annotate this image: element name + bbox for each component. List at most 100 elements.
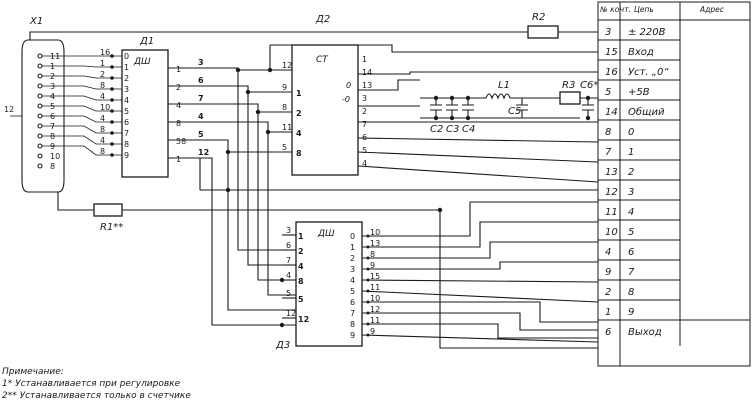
wire-r1-left — [57, 192, 94, 211]
junction — [110, 87, 114, 91]
connector-pin — [37, 153, 43, 159]
chip-d3-input-bit: 5 — [298, 295, 304, 304]
wire-x1-d1 — [42, 75, 122, 79]
connector-pin — [37, 123, 43, 129]
wire-top-220 — [29, 31, 528, 40]
chip-d3-output-num: 13 — [370, 239, 380, 248]
wire-d3-out7 — [362, 312, 598, 331]
chip-d3-input-num: 12 — [286, 309, 296, 318]
connector-pin — [37, 103, 43, 109]
chip-d1-input-num: 2 — [100, 70, 105, 79]
junction — [279, 322, 285, 328]
connector-pin-label: 8 — [50, 132, 55, 141]
table-cell-contact: 6 — [605, 327, 611, 338]
table-cell-contact: 11 — [605, 207, 618, 218]
connector-x1-shell-pin: 12 — [4, 105, 14, 114]
wire-d3-out3 — [362, 261, 598, 270]
resistor-r1: R1** — [93, 203, 123, 233]
table-header-circuit: Цепь — [634, 5, 654, 14]
chip-d1-output-num: 3 — [198, 58, 204, 67]
wire-d3-out9 — [361, 334, 599, 343]
chip-d2-output-num: 6 — [362, 133, 367, 142]
junction — [465, 115, 471, 121]
chip-d3-output-num: 10 — [370, 228, 380, 237]
junction — [265, 129, 271, 135]
junction — [267, 67, 273, 73]
resistor-r2-ref: R2 — [532, 12, 545, 23]
notes-line-2: 2** Устанавливается только в счетчике — [2, 391, 191, 401]
chip-d3-output-num: 9 — [370, 327, 375, 336]
chip-d3-input-bit: 1 — [298, 232, 304, 241]
junction — [110, 109, 114, 113]
chip-d1-output-num: 4 — [198, 112, 204, 121]
wire-d3-out5 — [361, 290, 599, 303]
chip-d1-output-bit: 4 — [176, 101, 181, 110]
chip-d3-output-bit: 6 — [350, 298, 355, 307]
table-frame — [597, 1, 751, 367]
notes-title: Примечание: — [2, 367, 64, 377]
chip-d2-input-bit: 1 — [296, 89, 302, 98]
chip-d2-output-num: 13 — [362, 81, 372, 90]
chip-d3-output-bit: 4 — [350, 276, 355, 285]
table-cell-circuit: Вход — [628, 47, 654, 58]
connector-pin — [37, 73, 43, 79]
table-cell-contact: 5 — [605, 87, 611, 98]
chip-d3-output-num: 11 — [370, 283, 380, 292]
chip-d2-input-bit: 2 — [296, 109, 302, 118]
junction — [279, 277, 285, 283]
junction — [245, 89, 251, 95]
chip-d1-input-bit: 5 — [124, 107, 129, 116]
chip-d1-input-bit: 3 — [124, 85, 129, 94]
wire-d3-out1 — [362, 221, 598, 248]
chip-d2-mark-0: 0 — [346, 81, 351, 90]
capacitor-c6-ref: C6* — [580, 80, 598, 91]
chip-d1-input-num: 8 — [100, 125, 105, 134]
junction — [449, 115, 455, 121]
wire-d1-out58 — [190, 139, 296, 311]
table-header-address: Адрес — [699, 5, 725, 14]
chip-d3-input-bit: 8 — [298, 277, 304, 286]
connector-pin-label: 5 — [50, 102, 55, 111]
chip-d2-input-num: 12 — [282, 61, 292, 70]
table-cell-contact: 16 — [605, 67, 618, 78]
chip-d2-input-num: 9 — [282, 83, 287, 92]
table-cell-contact: 2 — [605, 287, 611, 298]
connector-pin — [37, 63, 43, 69]
wire-d1-out12 — [190, 157, 296, 326]
chip-d1-input-bit: 9 — [124, 151, 129, 160]
chip-d2-output-num: 7 — [362, 120, 367, 129]
junction — [225, 149, 231, 155]
connector-pin-label: 1 — [50, 62, 55, 71]
capacitor-c6-symbol — [582, 98, 594, 118]
table-cell-circuit: Уст. „0“ — [628, 67, 669, 78]
connector-pin-label: 10 — [50, 152, 60, 161]
table-cell-contact: 13 — [605, 167, 618, 178]
chip-d1-output-num: 12 — [198, 148, 209, 157]
connector-pin-label: 6 — [50, 112, 55, 121]
table-cell-contact: 12 — [605, 187, 618, 198]
table-header-contact: № конт. — [599, 5, 631, 14]
chip-d1-input-bit: 4 — [124, 96, 129, 105]
resistor-r2-body — [527, 25, 559, 39]
chip-d1-input-num: 8 — [100, 81, 105, 90]
chip-d2-output-num: 3 — [362, 94, 367, 103]
chip-d1-output-bit: 1 — [176, 65, 181, 74]
table-cell-circuit: 1 — [628, 147, 634, 158]
chip-d1-input-num: 10 — [100, 103, 110, 112]
wiring — [29, 31, 599, 349]
chip-d3-output-num: 11 — [370, 316, 380, 325]
connector-pin-label: 11 — [50, 52, 60, 61]
junction — [110, 98, 114, 102]
chip-d3-body — [295, 221, 363, 347]
junction — [585, 115, 591, 121]
resistor-r3-body — [559, 91, 581, 105]
wire-r1-right — [122, 209, 598, 349]
capacitor-c5-symbol — [516, 98, 528, 118]
table-cell-contact: 15 — [605, 47, 618, 58]
junction — [110, 131, 114, 135]
